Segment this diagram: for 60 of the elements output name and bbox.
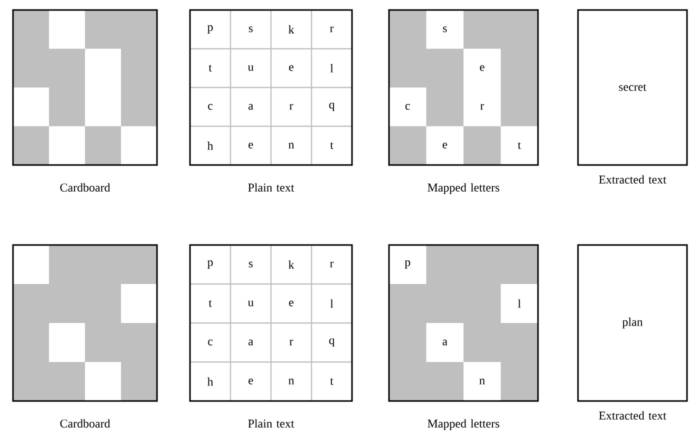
- panel-caption: Cardboard: [60, 419, 110, 428]
- grid-letter: e: [248, 142, 253, 148]
- grid-letter: e: [442, 142, 448, 148]
- grid-letter: p: [404, 260, 410, 269]
- panel-caption: Extracted text: [599, 175, 666, 184]
- grid-letter: r: [290, 104, 294, 110]
- grid-letter: t: [330, 378, 334, 385]
- cardboard-grid: [12, 244, 158, 402]
- grid-letter: c: [405, 104, 410, 110]
- grid-letter: u: [248, 65, 254, 71]
- grid-letter: u: [248, 300, 254, 306]
- grid-letter: k: [288, 260, 294, 269]
- grid-letter: t: [330, 142, 334, 150]
- grid-letter: l: [518, 299, 521, 308]
- grid-letter: k: [288, 25, 294, 34]
- letter-grid: [189, 244, 353, 402]
- grid-letter: c: [208, 104, 213, 110]
- extracted-word: secret: [619, 84, 646, 91]
- cardboard-grid: [12, 9, 158, 166]
- grid-letter: q: [329, 102, 335, 112]
- grid-letter: r: [330, 26, 334, 32]
- panel-caption: Cardboard: [60, 183, 110, 192]
- letter-grid: [189, 9, 353, 166]
- grid-letter: p: [207, 260, 213, 269]
- result-box: [577, 9, 688, 166]
- panel-caption: Mapped letters: [428, 183, 500, 194]
- grid-letter: e: [289, 300, 294, 306]
- panel-caption: Plain text: [248, 419, 294, 428]
- grid-letter: q: [329, 338, 335, 347]
- grid-letter: r: [330, 262, 334, 268]
- grid-letter: e: [248, 378, 253, 384]
- grid-letter: n: [288, 378, 294, 384]
- grid-letter: l: [330, 299, 334, 308]
- grid-letter: r: [290, 340, 294, 346]
- extracted-word: plan: [622, 318, 643, 328]
- result-box: [577, 244, 688, 402]
- grid-letter: p: [207, 25, 213, 34]
- panel-caption: Plain text: [248, 183, 294, 192]
- panel-caption: Extracted text: [599, 411, 666, 420]
- grid-letter: s: [248, 262, 253, 268]
- grid-letter: t: [208, 300, 212, 307]
- grid-letter: r: [480, 104, 484, 110]
- grid-letter: a: [248, 104, 254, 110]
- grid-letter: n: [288, 142, 294, 148]
- grid-letter: h: [207, 377, 214, 386]
- grid-letter: t: [208, 64, 212, 72]
- grid-letter: h: [207, 141, 214, 150]
- grid-letter: s: [248, 26, 253, 32]
- grid-letter: a: [442, 340, 448, 346]
- grid-letter: e: [480, 65, 484, 71]
- grid-letter: t: [518, 142, 521, 150]
- grid-letter: n: [479, 378, 485, 384]
- grid-letter: c: [208, 340, 213, 346]
- mapped-grid: [388, 9, 539, 166]
- panel-caption: Mapped letters: [428, 419, 500, 430]
- grid-letter: a: [248, 340, 254, 346]
- grid-letter: l: [330, 64, 334, 72]
- grid-letter: s: [443, 26, 447, 32]
- grid-letter: e: [289, 65, 294, 71]
- mapped-grid: [388, 244, 539, 402]
